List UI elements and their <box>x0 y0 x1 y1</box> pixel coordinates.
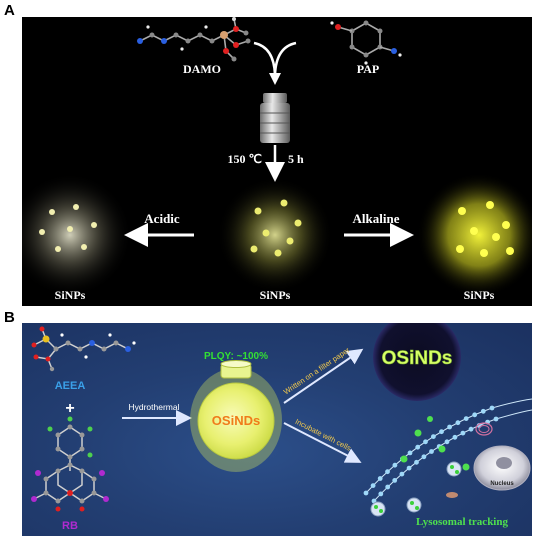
sinps-alkaline-particles <box>456 201 514 257</box>
pap-molecule <box>330 20 402 65</box>
lipid-head <box>415 444 421 450</box>
merge-arrows <box>253 41 297 85</box>
cells-arrow <box>283 422 362 463</box>
written-label: Written on a filter paper <box>282 345 352 396</box>
lipid-head <box>406 465 412 471</box>
flask-icon <box>190 360 282 472</box>
aeea-label: AEEA <box>55 380 86 392</box>
rb-molecule <box>31 416 109 512</box>
panel-a-letter: A <box>4 2 15 19</box>
sinps-alkaline-glow <box>417 173 532 297</box>
lipid-head <box>370 483 376 488</box>
lipid-head <box>421 454 427 460</box>
pap-label: PAP <box>357 62 379 76</box>
osinds-particles <box>400 416 470 471</box>
plus-sign: + <box>65 400 74 417</box>
sinps-label-left: SiNPs <box>55 288 86 302</box>
panel-a-diagram: DAMO PAP 150 ℃ 5 h <box>22 17 532 302</box>
lipid-head <box>444 439 450 445</box>
alkaline-label: Alkaline <box>353 211 400 226</box>
membrane-lipids <box>363 405 499 504</box>
temperature-label: 150 ℃ <box>228 152 262 166</box>
sinps-neutral-particles <box>250 199 302 257</box>
lipid-head <box>468 426 474 432</box>
lysosomes <box>370 422 493 517</box>
aeea-molecule <box>31 326 136 372</box>
panel-a: DAMO PAP 150 ℃ 5 h <box>22 17 532 306</box>
paper-arrow <box>283 348 364 404</box>
panel-b: AEEA + RB Hydrothermal PLQY: ~100% <box>22 323 532 536</box>
lipid-head <box>363 490 369 496</box>
lipid-head <box>431 434 436 439</box>
sinps-acidic-particles <box>39 204 97 252</box>
autoclave-icon <box>260 93 290 143</box>
lipid-head <box>407 450 413 456</box>
damo-molecule <box>137 17 251 62</box>
time-label: 5 h <box>288 152 304 166</box>
hydrothermal-label: Hydrothermal <box>128 402 179 412</box>
lipid-head <box>447 424 452 430</box>
lipid-head <box>455 420 461 426</box>
rb-label: RB <box>62 520 78 532</box>
acidic-label: Acidic <box>144 211 180 226</box>
lipid-head <box>377 476 383 481</box>
panel-b-diagram: AEEA + RB Hydrothermal PLQY: ~100% <box>31 323 532 532</box>
sinps-acidic-glow <box>22 173 132 297</box>
panel-b-letter: B <box>4 309 15 326</box>
lipid-head <box>460 430 466 436</box>
lipid-head <box>439 429 444 435</box>
lipid-head <box>480 408 486 414</box>
osinds-product-label: OSiNDs <box>212 413 260 428</box>
lipid-head <box>452 434 458 440</box>
lipid-head <box>489 405 495 411</box>
incubate-label: Incubate with cells <box>294 417 353 453</box>
lipid-head <box>392 462 398 468</box>
lipid-head <box>414 459 419 465</box>
sinps-label-center: SiNPs <box>260 288 291 302</box>
nucleus-label: Nucleus <box>490 481 514 487</box>
plqy-label: PLQY: ~100% <box>204 351 268 362</box>
lipid-head <box>392 478 398 483</box>
lysosomal-tracking-label: Lysosomal tracking <box>416 516 508 528</box>
lipid-head <box>429 449 434 454</box>
sinps-label-right: SiNPs <box>464 288 495 302</box>
lipid-head <box>472 412 478 418</box>
nucleolus <box>496 457 512 469</box>
sinps-neutral-glow <box>217 177 333 293</box>
filter-paper-text: OSiNDs <box>382 348 453 369</box>
lipid-head <box>385 484 391 490</box>
damo-label: DAMO <box>183 62 221 76</box>
lipid-head <box>378 491 384 497</box>
lipid-head <box>423 439 428 445</box>
filter-paper <box>373 323 461 401</box>
lipid-head <box>399 471 405 477</box>
lipid-head <box>493 416 499 422</box>
lipid-head <box>463 416 469 421</box>
lipid-head <box>385 469 390 475</box>
